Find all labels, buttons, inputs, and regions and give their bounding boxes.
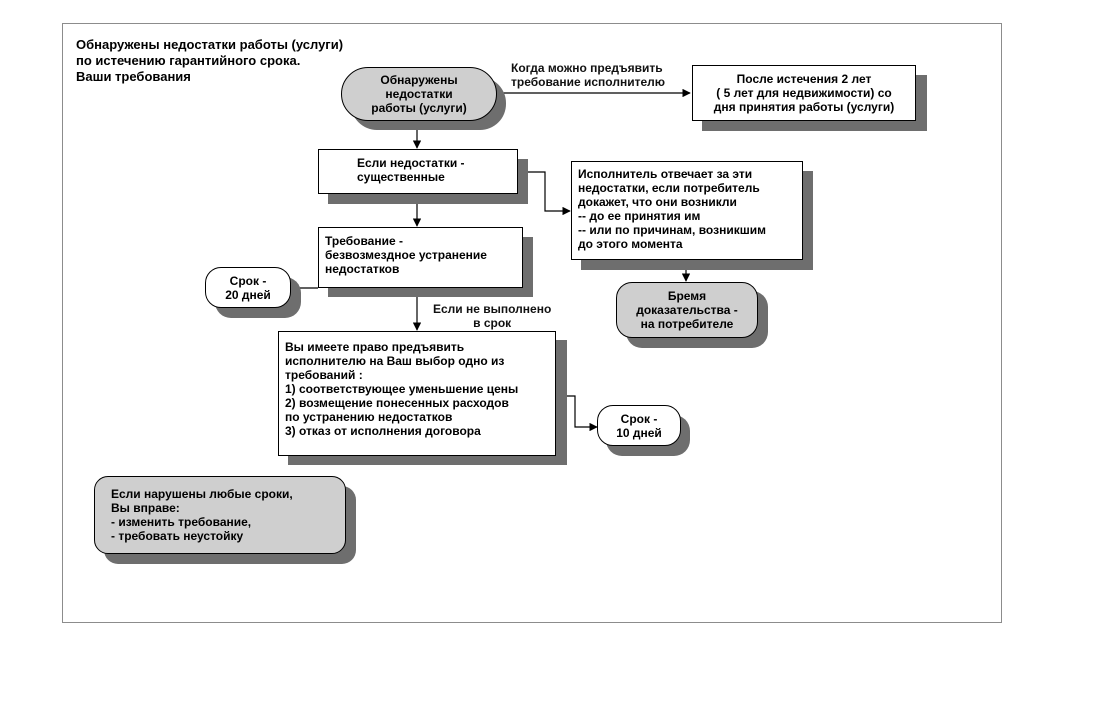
node-term-20-days: Срок - 20 дней — [205, 267, 291, 308]
edge-label-if-not-done: Если не выполнено в срок — [433, 302, 552, 330]
node-defects-found: Обнаружены недостатки работы (услуги) — [341, 67, 497, 121]
node-if-essential: Если недостатки - существенные — [318, 149, 518, 194]
diagram-title: Обнаружены недостатки работы (услуги) по… — [76, 37, 344, 84]
node-burden-of-proof: Бремя доказательства - на потребителе — [616, 282, 758, 338]
node-your-rights: Вы имеете право предъявить исполнителю н… — [278, 331, 556, 456]
node-demand-fix: Требование - безвозмездное устранение не… — [318, 227, 523, 288]
diagram-frame — [62, 23, 1002, 623]
edge-label-when-to-claim: Когда можно предъявить требование исполн… — [511, 61, 665, 89]
node-contractor-liable: Исполнитель отвечает за эти недостатки, … — [571, 161, 803, 260]
node-after-period: После истечения 2 лет ( 5 лет для недвиж… — [692, 65, 916, 121]
node-term-10-days: Срок - 10 дней — [597, 405, 681, 446]
node-deadlines-violated: Если нарушены любые сроки, Вы вправе: - … — [94, 476, 346, 554]
